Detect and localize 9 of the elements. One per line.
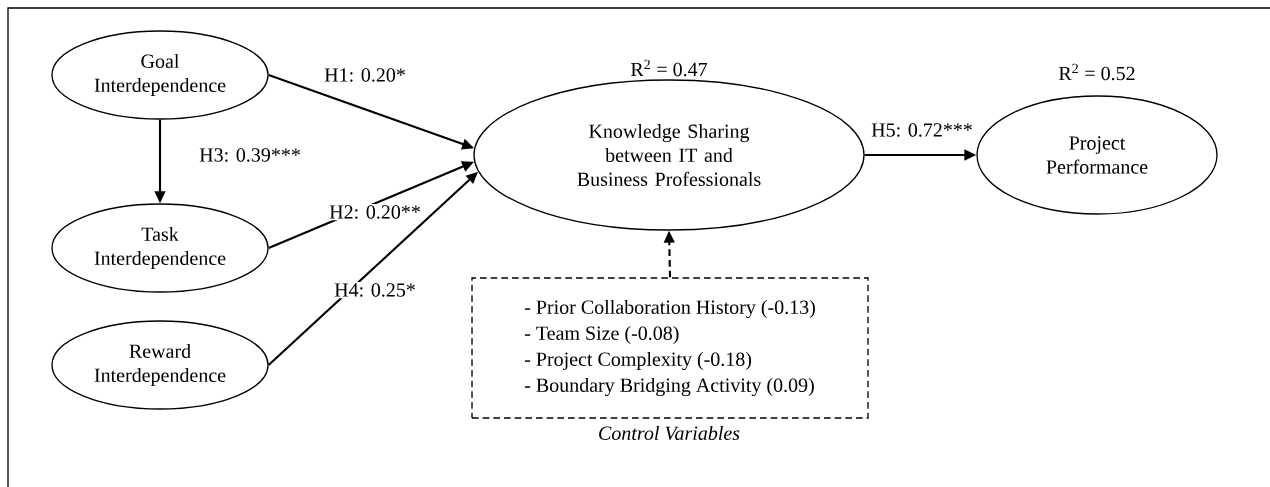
r-squared-label: R$^{2}$ = 0.47 bbox=[630, 59, 708, 77]
control-variables-box: - Prior Collaboration History (-0.13) - Team Size (-0.08) - Project Complexity (-0.18) - Boundary Bridging Activity (0.09) bbox=[471, 277, 869, 419]
edge-label: H2: 0.20** bbox=[327, 203, 423, 221]
edge-label: H4: 0.25* bbox=[332, 281, 418, 299]
edge-label: H1: 0.20* bbox=[324, 68, 405, 82]
node-label: Control Variables bbox=[599, 425, 740, 441]
r-squared-label: R$^{2}$ = 0.52 bbox=[1058, 63, 1135, 81]
edge-label: H3: 0.39*** bbox=[199, 148, 300, 162]
edge-label: H5: 0.72*** bbox=[871, 123, 972, 137]
